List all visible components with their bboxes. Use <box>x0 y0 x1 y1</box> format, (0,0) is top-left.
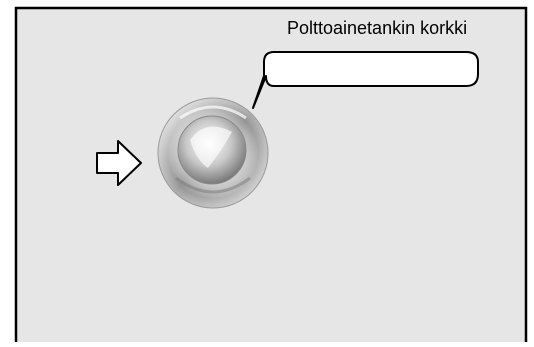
callout-bubble <box>252 51 479 109</box>
fuel-cap-icon <box>157 97 269 209</box>
fuel-cap-label: Polttoainetankin korkki <box>287 18 468 38</box>
right-arrow-outline-icon <box>96 140 142 186</box>
